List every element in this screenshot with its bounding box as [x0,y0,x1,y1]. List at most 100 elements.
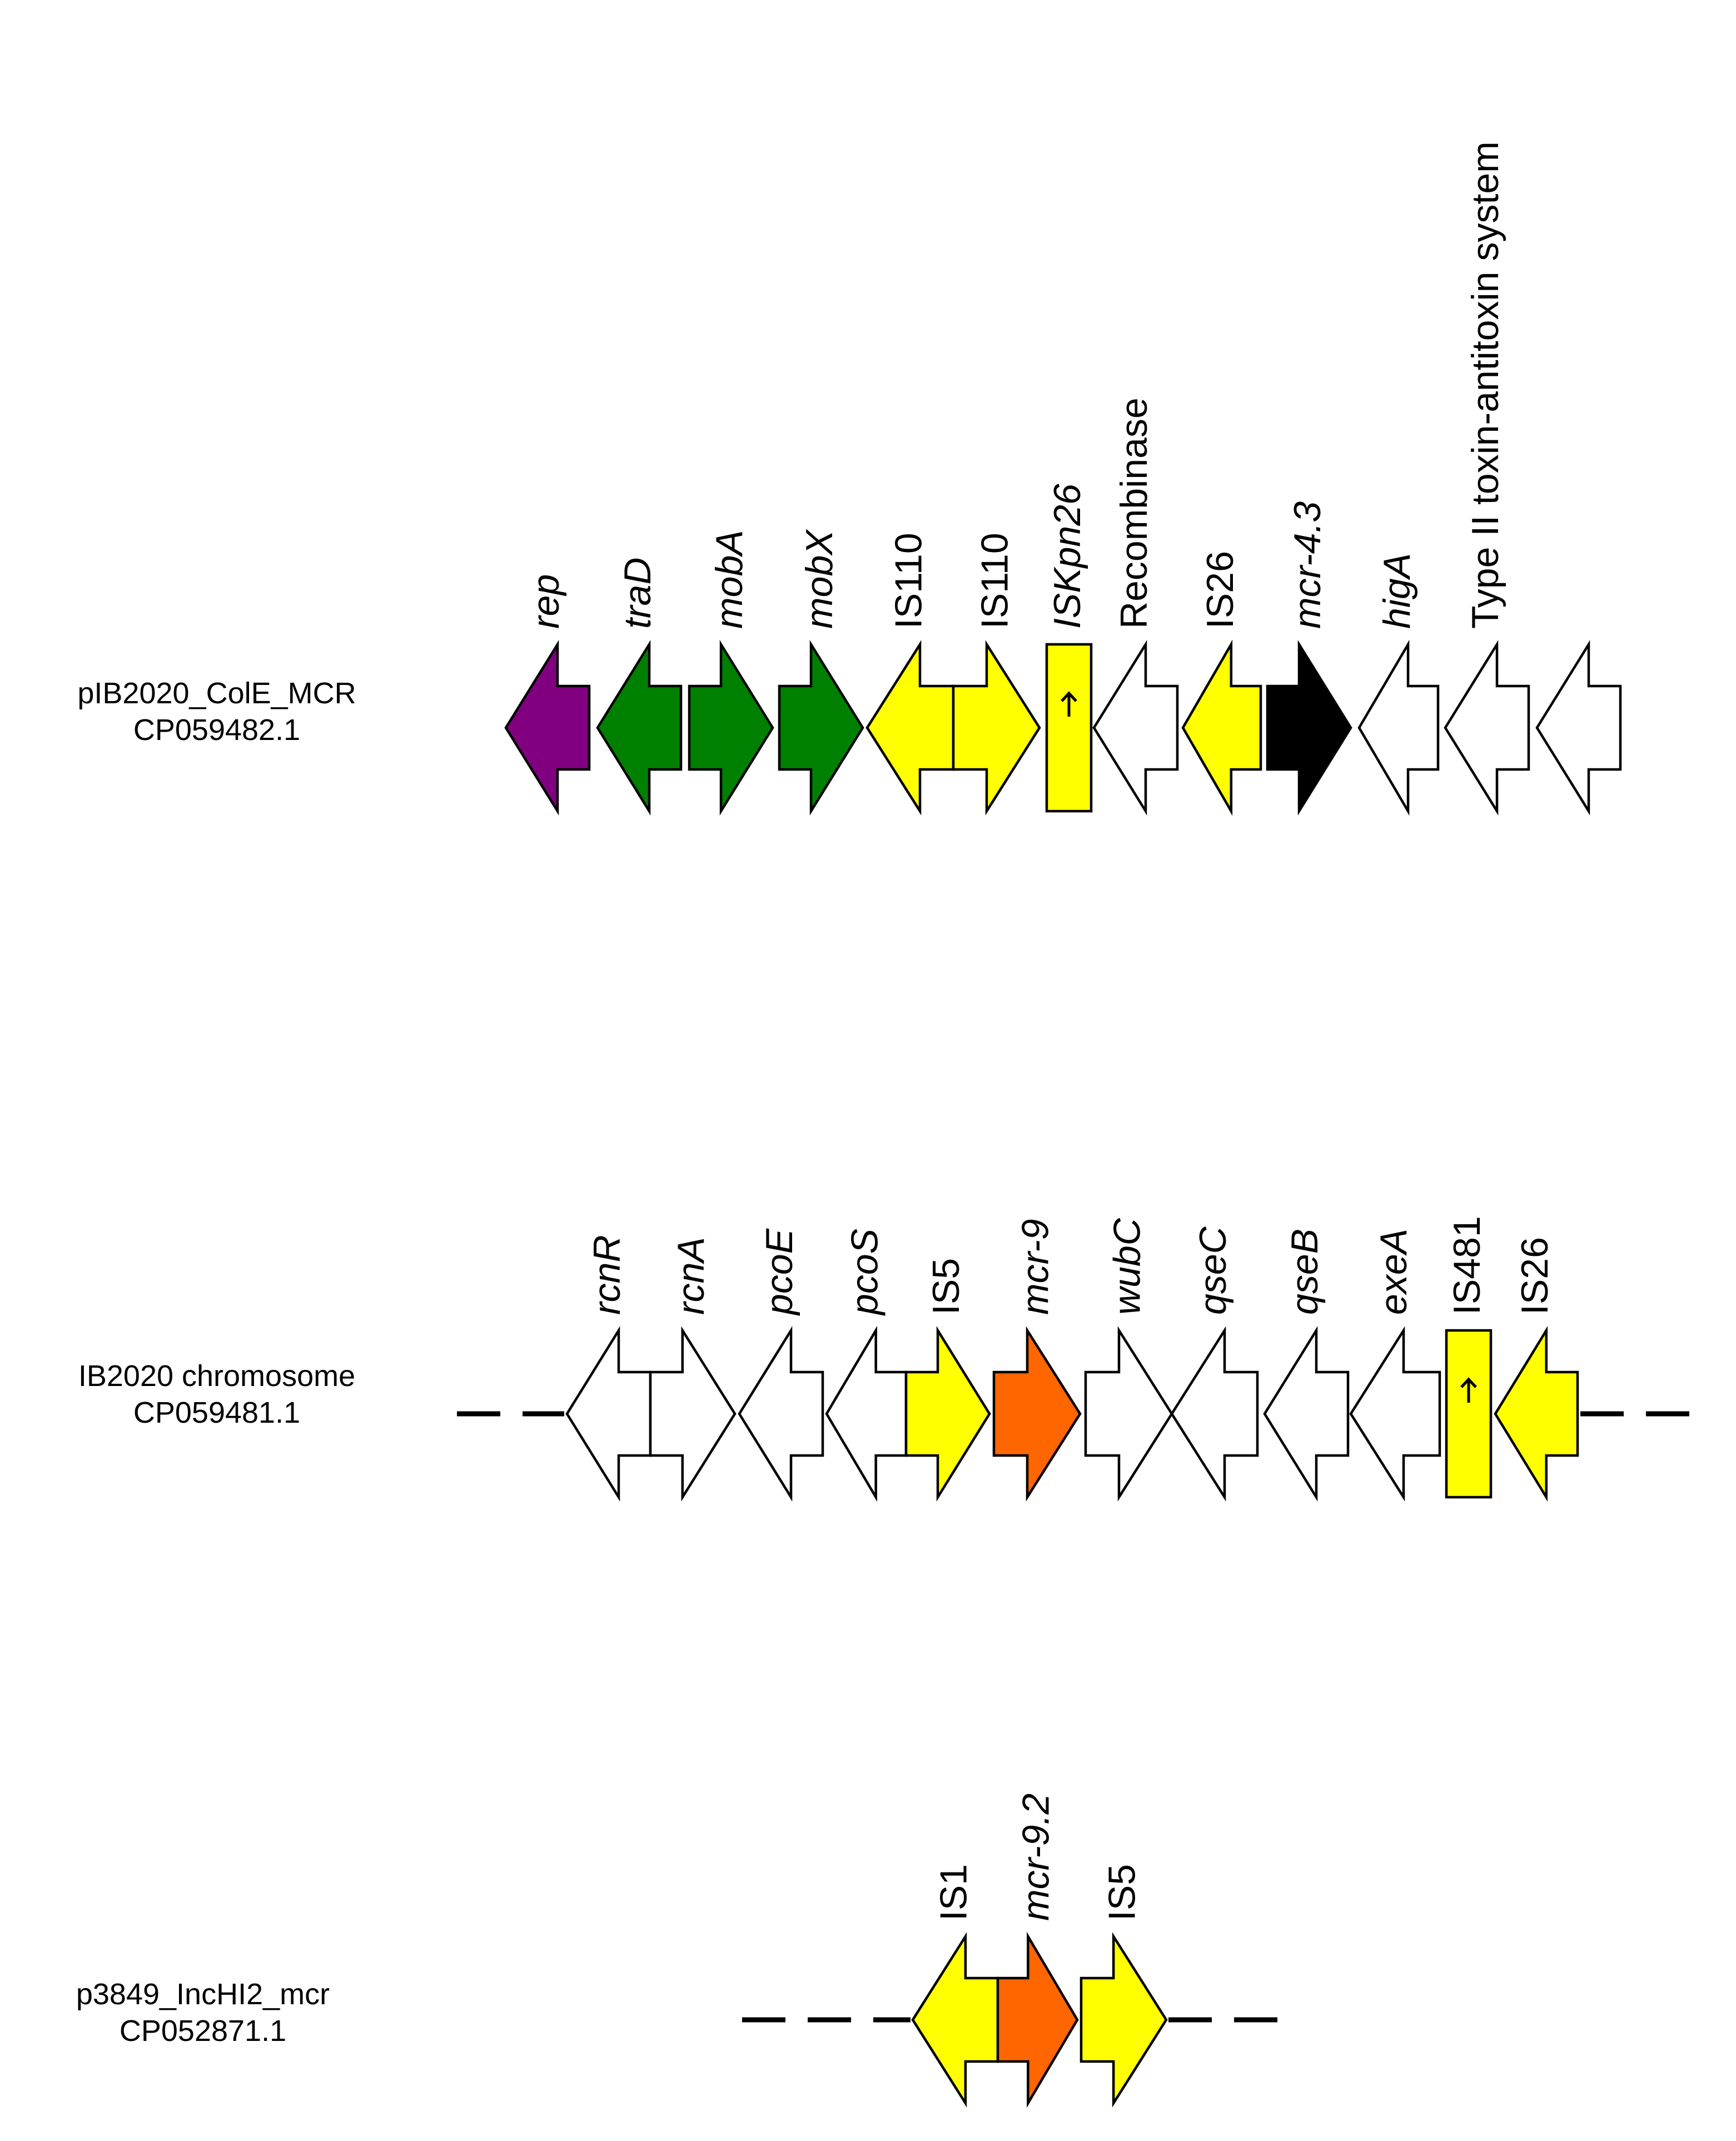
gene-label: exeA [1372,1229,1415,1315]
track-name-plasmid-colE: pIB2020_ColE_MCR CP059482.1 [0,675,439,748]
gene-mcr-4-3: mcr-4.3 [1266,501,1352,816]
gene-arrow [504,640,591,816]
gene-label: mcr-9 [1014,1219,1057,1315]
gene-is110: IS110 [865,533,955,816]
track-name-chromosome: IB2020 chromosome CP059481.1 [0,1358,439,1431]
gene-label: traD [616,558,659,629]
gene-arrow [1444,640,1530,816]
gene-arrow [952,640,1041,816]
track-accession: CP059482.1 [133,713,301,747]
gene-arrow [1535,640,1622,816]
gene-label: IS26 [1514,1237,1556,1315]
gene-is26: IS26 [1494,1237,1579,1502]
gene-rcnr: rcnR [565,1235,652,1502]
gene-arrow [1349,1326,1441,1502]
track-accession: CP052871.1 [119,2014,287,2048]
gene-arrow [1092,640,1179,816]
gene-arrow [1084,1326,1173,1502]
gene-qsec: qseC [1170,1226,1259,1502]
gene-label: rcnA [670,1237,712,1315]
gene-arrow [1080,1932,1168,2108]
gene-rcna: rcnA [649,1237,737,1502]
gene-qseb: qseB [1263,1229,1350,1502]
gene-arrow [649,1326,737,1502]
track-name: pIB2020_ColE_MCR [77,677,356,710]
gene-box [1445,1329,1493,1499]
track-name: p3849_IncHI2_mcr [76,1978,330,2011]
gene-arrow [565,1326,652,1502]
track-plasmid-colE: rep traD mobA mobX IS110 IS110 ISKpn26 Recombin… [504,141,1622,816]
gene-label: ISKpn26 [1046,484,1088,629]
gene-arrow [1181,639,1262,816]
gene-arrow [688,640,774,816]
gene-iskpn26: ISKpn26 [1045,484,1093,813]
gene-label: mobX [798,529,840,629]
gene-arrow [1357,639,1440,816]
gene-arrow [992,1326,1082,1502]
gene-label: mobA [708,530,750,629]
gene-arrow [738,1326,824,1502]
gene-rep: rep [504,574,591,816]
track-name-plasmid-inchi2: p3849_IncHI2_mcr CP052871.1 [0,1976,425,2049]
gene-label: pcoS [844,1229,886,1316]
gene-arrow [1170,1326,1259,1502]
gene-arrow [996,1931,1079,2108]
gene-label: IS1 [933,1864,975,1921]
gene-arrow [1494,1326,1579,1502]
gene-label: Recombinase [1113,398,1155,629]
gene-label: IS110 [888,533,930,629]
tracks: rep traD mobA mobX IS110 IS110 ISKpn26 Recombin… [457,141,1702,2108]
gene-trad: traD [596,558,683,816]
orientation-arrow-icon [1061,691,1077,717]
gene-arrow [904,1326,991,1502]
gene-arrow [1263,1326,1350,1502]
gene-arrow [778,640,864,816]
gene-moba: mobA [688,530,774,816]
gene-label: IS5 [1101,1864,1143,1921]
track-accession: CP059481.1 [133,1396,301,1429]
gene-label: mcr-4.3 [1286,501,1329,629]
gene-label: higA [1376,553,1418,629]
gene-is110: IS110 [952,533,1041,816]
track-name: IB2020 chromosome [78,1359,356,1393]
gene-higa: higA [1357,553,1440,816]
gene-label: mcr-9.2 [1015,1794,1057,1921]
gene-unlabeled [1535,640,1622,816]
gene-arrow [596,640,683,816]
gene-pcoe: pcoE [738,1228,824,1502]
gene-is481: IS481 [1445,1216,1493,1499]
gene-label: IS481 [1446,1216,1488,1315]
gene-label: pcoE [758,1228,800,1316]
gene-mobx: mobX [778,529,864,816]
gene-label: rcnR [586,1235,628,1315]
gene-arrow [865,640,955,816]
gene-pcos: pcoS [825,1229,908,1502]
gene-label: IS26 [1199,551,1241,629]
gene-exea: exeA [1349,1229,1441,1502]
gene-mcr-9-2: mcr-9.2 [996,1794,1079,2108]
gene-wubc: wubC [1084,1218,1173,1502]
track-chromosome: rcnR rcnA pcoE pcoS IS5 mcr-9 wubC qseC qseB exeA… [457,1216,1702,1502]
gene-is5: IS5 [1080,1864,1168,2108]
gene-is1: IS1 [911,1864,999,2108]
gene-label: qseC [1192,1226,1234,1315]
gene-is26: IS26 [1181,551,1262,816]
gene-arrow [911,1932,999,2108]
orientation-arrow-icon [1460,1377,1477,1403]
gene-mcr-9: mcr-9 [992,1219,1082,1502]
gene-recombinase: Recombinase [1092,398,1179,816]
gene-label: Type II toxin-antitoxin system [1464,141,1506,629]
gene-label: IS5 [925,1258,967,1315]
gene-is5: IS5 [904,1258,991,1502]
gene-label: qseB [1284,1229,1326,1315]
gene-label: wubC [1106,1218,1148,1315]
gene-type-ii-toxin-antitoxin-system: Type II toxin-antitoxin system [1444,141,1530,816]
gene-label: IS110 [974,533,1016,629]
gene-arrow [1266,640,1352,816]
gene-box [1045,643,1093,813]
gene-arrow [825,1325,908,1502]
gene-label: rep [525,574,567,629]
